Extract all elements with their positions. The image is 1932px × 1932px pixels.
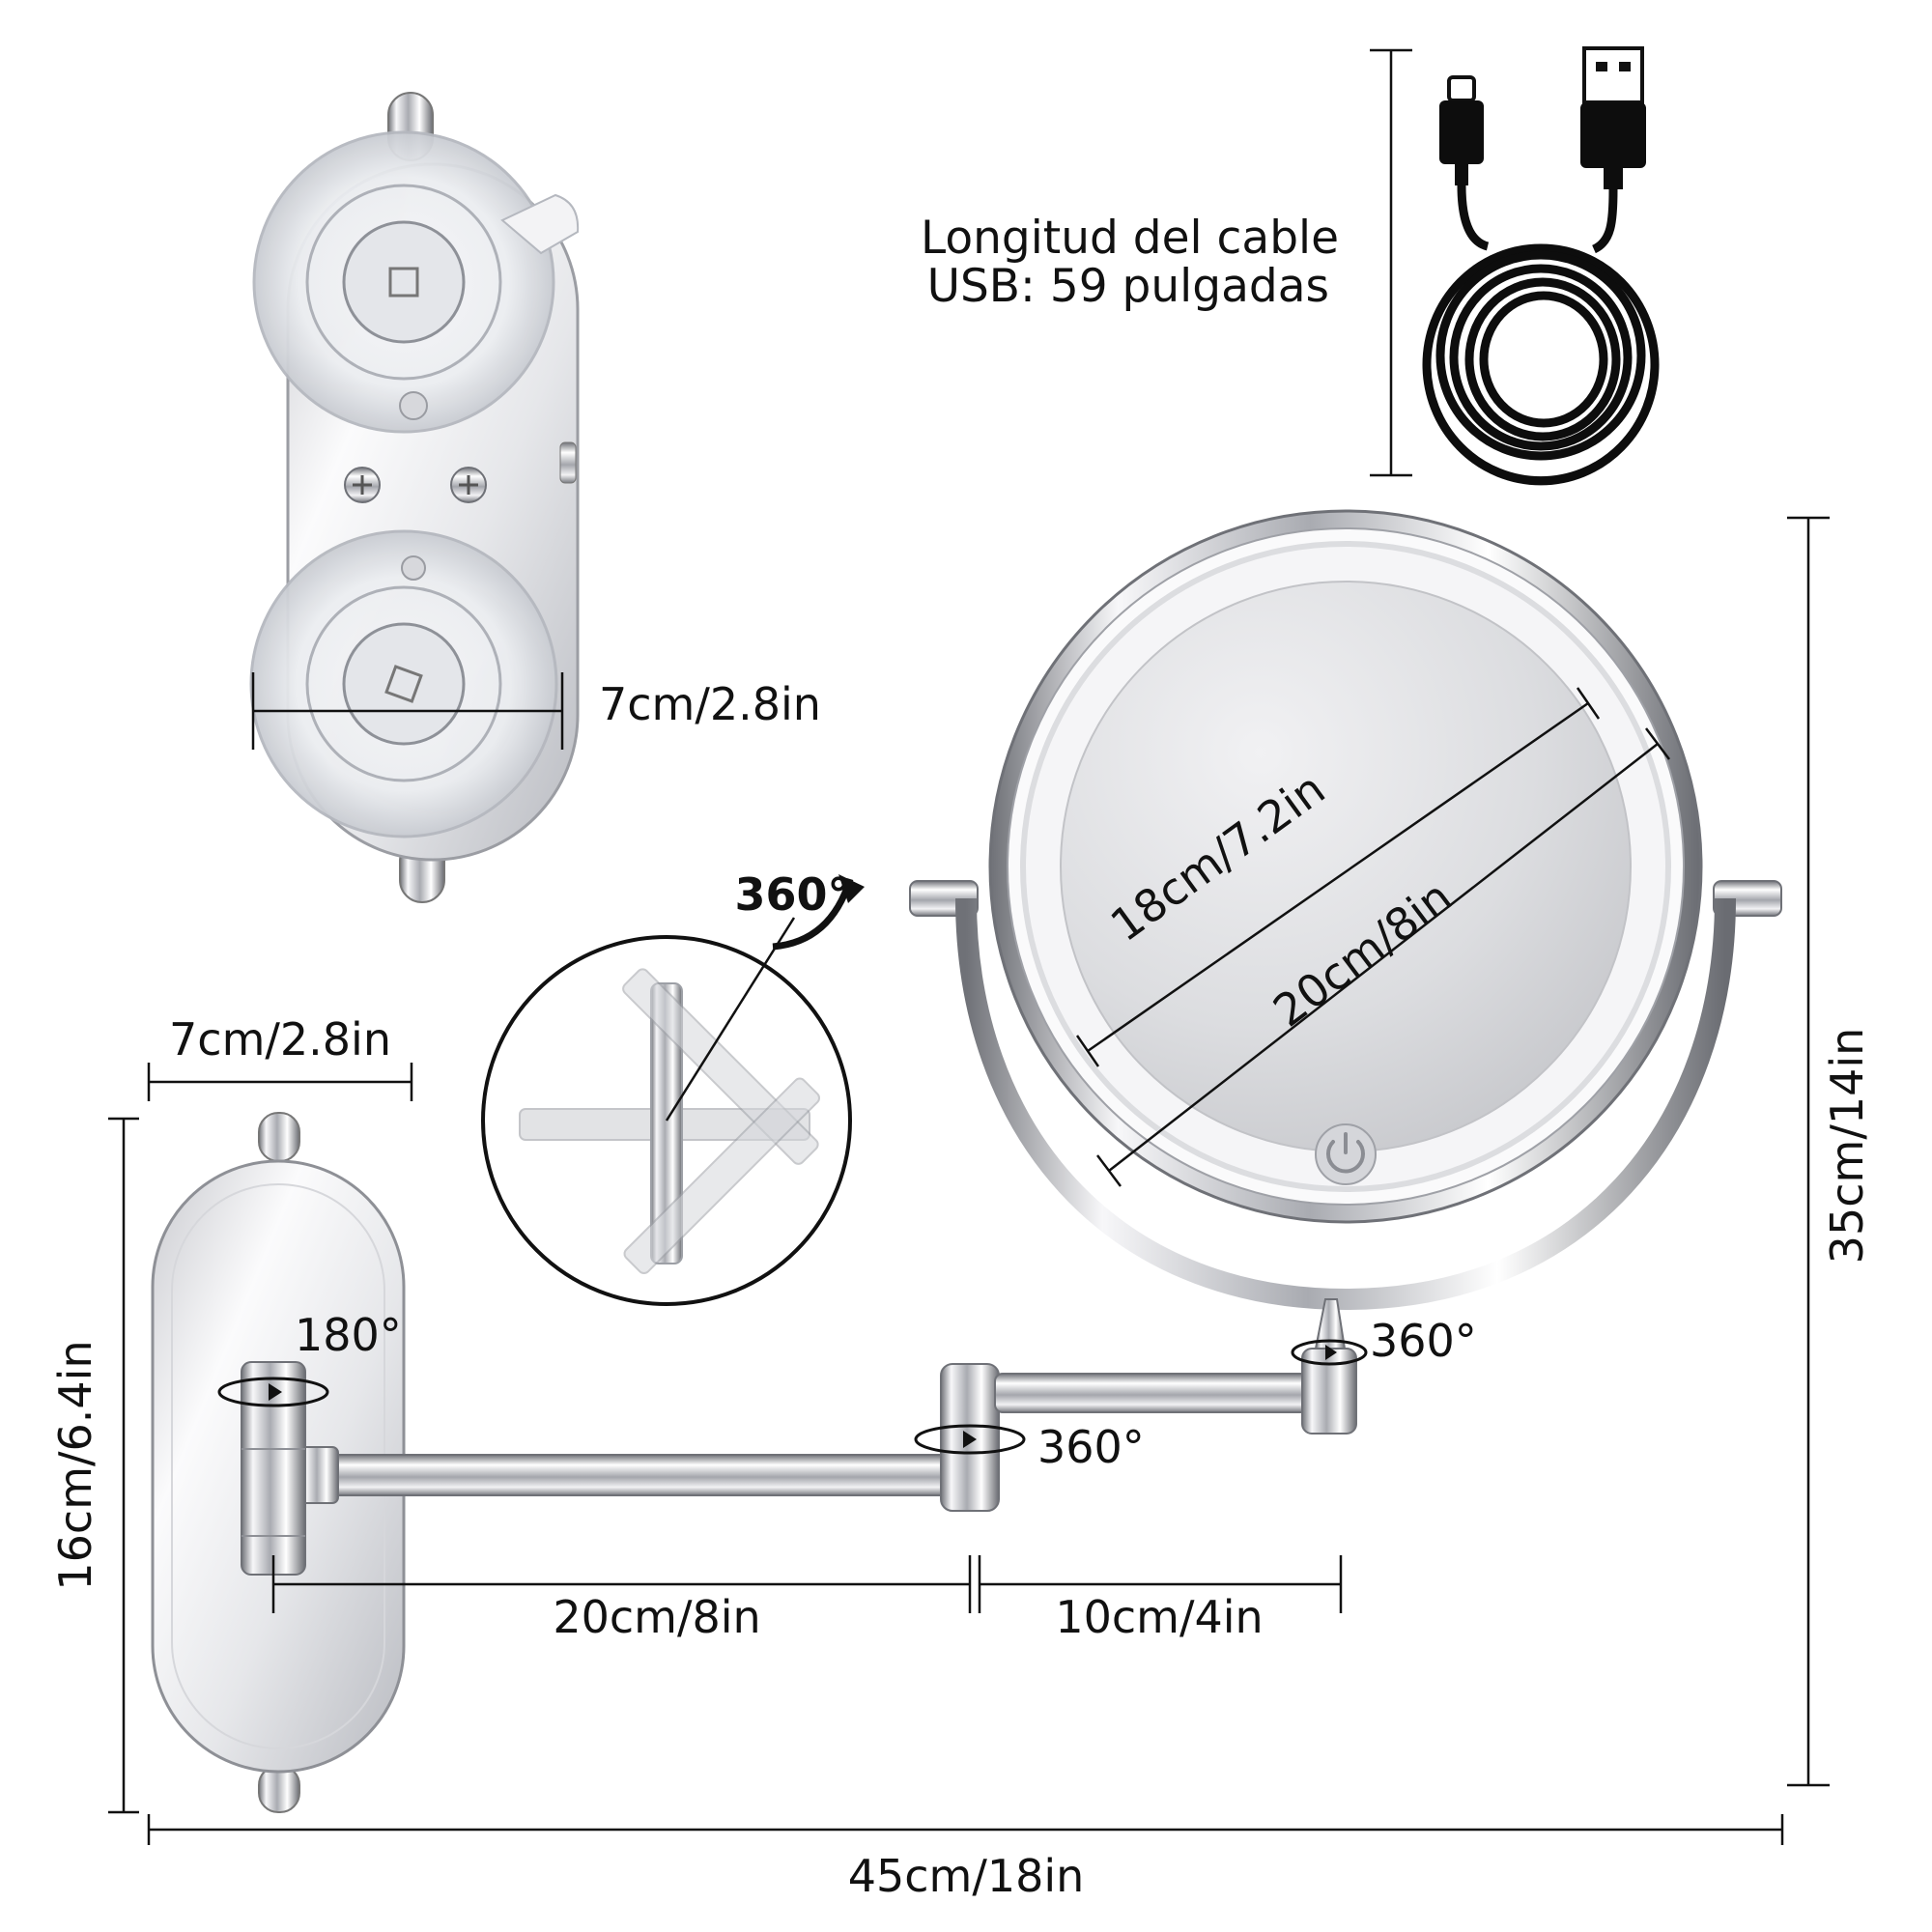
mirror-inner-diameter-line [1075,687,1601,1067]
overall-width-label: 45cm/18in [848,1850,1085,1902]
arm-second-length-label: 10cm/4in [1055,1591,1263,1643]
arm-second-length-dimension [978,1555,1343,1613]
overall-height-label: 35cm/14in [1821,1028,1873,1264]
mirror-outer-diameter-line [1096,727,1670,1187]
suction-bracket [249,92,580,903]
mirror-rotation-label: 360° [1370,1315,1477,1367]
middle-rotation-label: 360° [1037,1421,1145,1473]
suction-width-dimension [251,672,564,750]
cable-length-label-line1: Longitud del cable [921,212,1339,265]
flip-rotation-illustration [481,874,865,1306]
plate-knob-top [258,1112,300,1162]
base-rotation-label: 180° [295,1309,402,1361]
mirror: 18cm/7.2in 20cm/8in [909,509,1782,1311]
plate-height-dimension [108,1117,139,1814]
wall-plate-arm-assembly [151,1112,1357,1813]
plate-height-label: 16cm/6.4in [49,1340,101,1590]
usb-cable [1422,46,1660,486]
suction-side-screw [559,441,577,484]
suction-tab [500,193,580,255]
mirror-neck [1314,1298,1347,1350]
arm-segment-second [994,1373,1315,1413]
cable-height-bracket [1370,48,1412,477]
power-icon[interactable] [1315,1123,1377,1185]
arm-segment-first [289,1454,967,1496]
plate-width-dimension [147,1063,413,1101]
plate-width-label: 7cm/2.8in [169,1013,391,1065]
overall-width-dimension [147,1814,1784,1845]
mirror-glass [1060,581,1632,1152]
middle-rotation-indicator [914,1424,1026,1455]
mirror-yoke [955,897,1736,1311]
cable-length-label-line2: USB: 59 pulgadas [927,260,1329,313]
arm-first-length-dimension [271,1555,972,1613]
arm-first-length-label: 20cm/8in [553,1591,760,1643]
overall-height-dimension [1787,516,1830,1787]
usb-a-plug-icon [1580,46,1646,189]
suction-width-label: 7cm/2.8in [599,678,821,730]
mounting-screw-right [450,467,487,503]
usb-c-plug-icon [1439,75,1484,185]
base-rotation-indicator [217,1377,329,1407]
mirror-rotation-indicator [1291,1339,1368,1366]
mirror-flip-rotation-label: 360° [734,868,849,921]
mounting-screw-left [344,467,381,503]
